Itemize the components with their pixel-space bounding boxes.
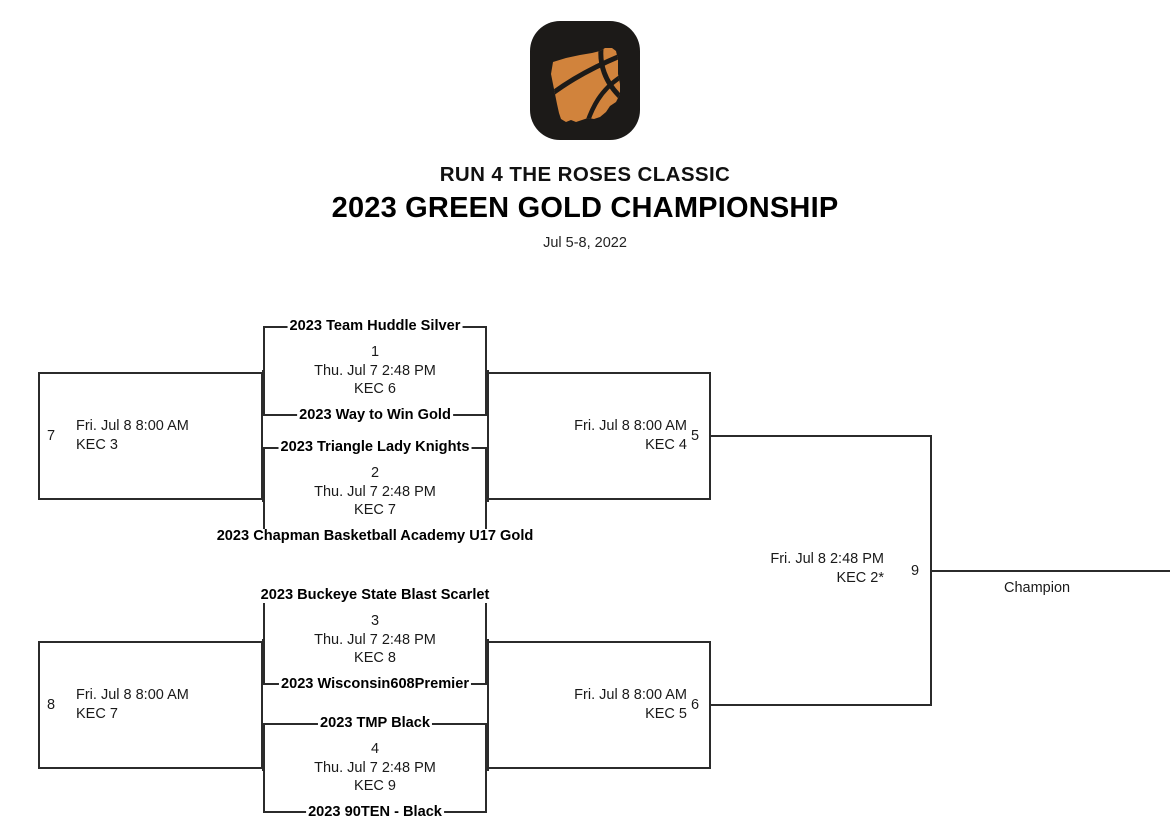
- game-8-top-stub: [262, 639, 265, 641]
- champion-connector: [930, 570, 1170, 572]
- game-8-details: Fri. Jul 8 8:00 AM KEC 7: [76, 686, 189, 724]
- game-3-time: Thu. Jul 7 2:48 PM: [314, 631, 436, 648]
- game-8-box[interactable]: 8 Fri. Jul 8 8:00 AM KEC 7: [38, 641, 263, 769]
- game-9-court: KEC 2*: [836, 569, 884, 586]
- game-4-to-game-6-connector: [486, 769, 489, 771]
- game-3-court: KEC 8: [354, 650, 396, 667]
- game-2-team-top: 2023 Triangle Lady Knights: [278, 439, 472, 455]
- game-3-details: 3 Thu. Jul 7 2:48 PM KEC 8: [265, 612, 485, 668]
- game-9-bottom-connector: [711, 704, 930, 706]
- game-5-court: KEC 4: [645, 437, 687, 453]
- game-7-top-stub: [262, 370, 265, 372]
- division-title: 2023 GREEN GOLD CHAMPIONSHIP: [331, 192, 839, 224]
- game-7-court: KEC 3: [76, 437, 118, 453]
- game-2-time: Thu. Jul 7 2:48 PM: [314, 483, 436, 500]
- game-7-details: Fri. Jul 8 8:00 AM KEC 3: [76, 417, 189, 455]
- game-7-bottom-stub: [262, 500, 265, 502]
- game-2-court: KEC 7: [354, 502, 396, 519]
- game-1-court: KEC 6: [354, 381, 396, 398]
- tournament-logo: [526, 18, 644, 143]
- game-4-court: KEC 9: [354, 778, 396, 795]
- tournament-name: RUN 4 THE ROSES CLASSIC: [439, 163, 731, 186]
- game-4-box[interactable]: 2023 TMP Black 4 Thu. Jul 7 2:48 PM KEC …: [263, 716, 487, 820]
- game-9-top-connector: [711, 435, 930, 437]
- game-2-box[interactable]: 2023 Triangle Lady Knights 2 Thu. Jul 7 …: [214, 440, 536, 544]
- game-6-court: KEC 5: [645, 706, 687, 722]
- date-range: Jul 5-8, 2022: [543, 235, 627, 251]
- game-2-to-game-5-connector: [486, 500, 489, 502]
- game-7-time: Fri. Jul 8 8:00 AM: [76, 418, 189, 435]
- game-5-details: Fri. Jul 8 8:00 AM KEC 4: [574, 417, 687, 455]
- game-8-bottom-stub: [262, 769, 265, 771]
- game-2-details: 2 Thu. Jul 7 2:48 PM KEC 7: [265, 464, 485, 520]
- game-6-box[interactable]: Fri. Jul 8 8:00 AM KEC 5: [487, 641, 711, 769]
- game-7-box[interactable]: 7 Fri. Jul 8 8:00 AM KEC 3: [38, 372, 263, 500]
- page-header: RUN 4 THE ROSES CLASSIC 2023 GREEN GOLD …: [0, 0, 1170, 251]
- game-1-team-top: 2023 Team Huddle Silver: [287, 318, 463, 334]
- game-9-details: Fri. Jul 8 2:48 PM KEC 2*: [770, 550, 884, 588]
- game-4-number: 4: [370, 741, 380, 758]
- game-9-time: Fri. Jul 8 2:48 PM: [770, 551, 884, 567]
- game-5-time: Fri. Jul 8 8:00 AM: [574, 418, 687, 435]
- game-8-time: Fri. Jul 8 8:00 AM: [76, 687, 189, 704]
- game-6-number: 6: [691, 697, 700, 713]
- game-6-details: Fri. Jul 8 8:00 AM KEC 5: [574, 686, 687, 724]
- game-4-time: Thu. Jul 7 2:48 PM: [314, 759, 436, 776]
- game-2-team-bottom: 2023 Chapman Basketball Academy U17 Gold: [214, 528, 536, 545]
- game-1-to-game-5-connector: [486, 370, 489, 372]
- game-8-number: 8: [47, 696, 56, 713]
- game-4-details: 4 Thu. Jul 7 2:48 PM KEC 9: [265, 740, 485, 796]
- game-1-number: 1: [370, 344, 380, 361]
- champion-label: Champion: [1004, 580, 1071, 596]
- game-3-box[interactable]: 2023 Buckeye State Blast Scarlet 3 Thu. …: [258, 588, 492, 692]
- game-3-team-bottom: 2023 Wisconsin608Premier: [278, 676, 472, 693]
- ohio-basketball-icon: [530, 21, 640, 140]
- game-8-court: KEC 7: [76, 706, 118, 722]
- game-2-number: 2: [370, 465, 380, 482]
- game-1-box[interactable]: 2023 Team Huddle Silver 1 Thu. Jul 7 2:4…: [263, 319, 487, 423]
- game-5-number: 5: [691, 428, 700, 444]
- game-3-to-game-6-connector: [486, 639, 489, 641]
- game-7-number: 7: [47, 427, 56, 444]
- game-4-team-top: 2023 TMP Black: [317, 715, 433, 731]
- game-4-team-bottom: 2023 90TEN - Black: [306, 804, 444, 821]
- game-1-team-bottom: 2023 Way to Win Gold: [297, 407, 453, 424]
- game-1-time: Thu. Jul 7 2:48 PM: [314, 362, 436, 379]
- game-1-details: 1 Thu. Jul 7 2:48 PM KEC 6: [265, 343, 485, 399]
- game-5-box[interactable]: Fri. Jul 8 8:00 AM KEC 4: [487, 372, 711, 500]
- game-9-number: 9: [911, 563, 920, 579]
- game-6-time: Fri. Jul 8 8:00 AM: [574, 687, 687, 704]
- game-3-number: 3: [370, 613, 380, 630]
- game-3-team-top: 2023 Buckeye State Blast Scarlet: [258, 587, 492, 603]
